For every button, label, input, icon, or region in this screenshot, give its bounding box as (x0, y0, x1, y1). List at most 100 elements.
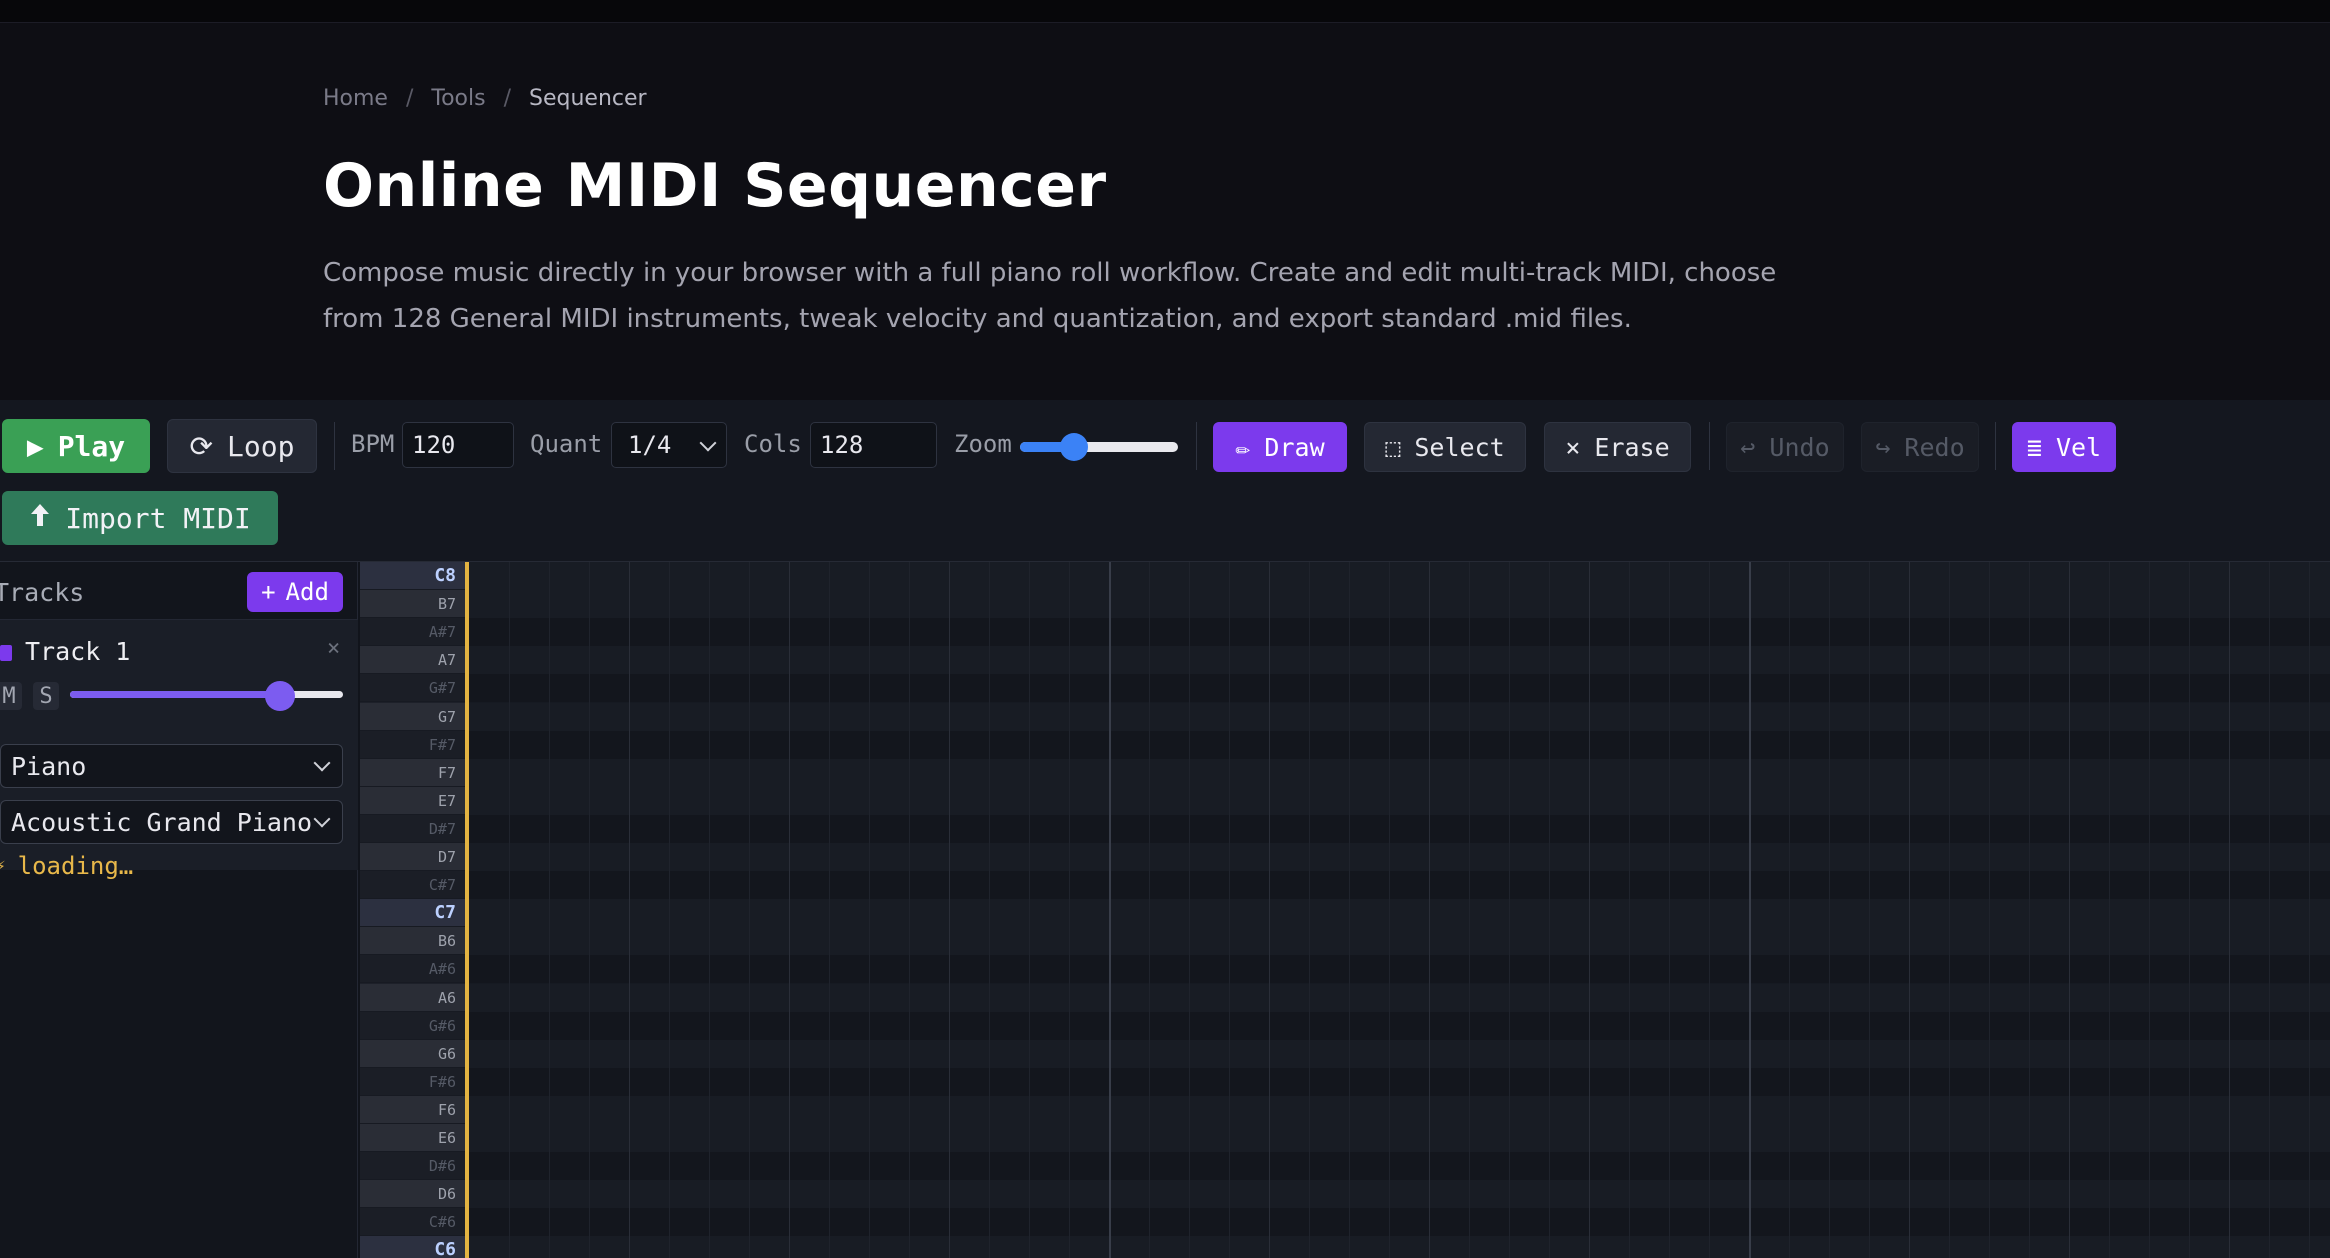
piano-key[interactable]: F#6 (360, 1067, 466, 1096)
grid-row[interactable] (469, 730, 2330, 759)
undo-button[interactable]: ↩ Undo (1726, 422, 1844, 472)
play-label: Play (57, 429, 126, 463)
grid-row[interactable] (469, 1236, 2330, 1258)
grid-column-line (2029, 562, 2030, 1258)
piano-key[interactable]: G#7 (360, 674, 466, 703)
grid-column-line (1869, 562, 1870, 1258)
grid-row[interactable] (469, 814, 2330, 843)
piano-key[interactable]: B7 (360, 590, 466, 619)
grid-row[interactable] (469, 1152, 2330, 1181)
grid-row[interactable] (469, 1180, 2330, 1209)
breadcrumb-home[interactable]: Home (323, 86, 388, 111)
breadcrumb-tools[interactable]: Tools (431, 86, 486, 111)
bpm-input[interactable]: 120 (402, 422, 514, 468)
piano-key[interactable]: E7 (360, 786, 466, 815)
redo-label: Redo (1904, 432, 1965, 462)
grid-column-line (1789, 562, 1790, 1258)
grid-row[interactable] (469, 674, 2330, 703)
track-name[interactable]: Track 1 (25, 637, 131, 666)
grid-row[interactable] (469, 955, 2330, 984)
grid-row[interactable] (469, 1095, 2330, 1124)
grid-column-line (1229, 562, 1230, 1258)
grid-row[interactable] (469, 702, 2330, 731)
piano-key[interactable]: G6 (360, 1039, 466, 1068)
piano-key[interactable]: C8 (360, 562, 466, 590)
erase-label: Erase (1594, 432, 1670, 462)
grid-column-line (709, 562, 710, 1258)
piano-key[interactable]: G7 (360, 702, 466, 731)
select-tool-button[interactable]: ⬚ Select (1364, 422, 1526, 472)
grid-row[interactable] (469, 871, 2330, 900)
grid-column-line (1629, 562, 1630, 1258)
loop-button[interactable]: ⟳ Loop (167, 419, 317, 473)
quant-select[interactable]: 1/4 (611, 422, 727, 468)
piano-key[interactable]: D7 (360, 843, 466, 871)
piano-key[interactable]: C7 (360, 899, 466, 928)
grid-row[interactable] (469, 843, 2330, 871)
grid-column-line (2189, 562, 2190, 1258)
close-icon[interactable]: × (327, 636, 341, 661)
piano-key[interactable]: G#6 (360, 1011, 466, 1040)
grid-column-line (2309, 562, 2310, 1258)
erase-tool-button[interactable]: × Erase (1544, 422, 1691, 472)
grid-row[interactable] (469, 983, 2330, 1012)
zoom-slider-thumb[interactable] (1059, 433, 1088, 461)
track-volume-slider[interactable] (70, 691, 343, 698)
mute-button[interactable]: M (0, 682, 22, 710)
piano-key[interactable]: A7 (360, 646, 466, 675)
grid-row[interactable] (469, 1067, 2330, 1096)
redo-button[interactable]: ↪ Redo (1861, 422, 1979, 472)
add-track-button[interactable]: + Add (247, 572, 343, 612)
piano-key[interactable]: F7 (360, 758, 466, 787)
piano-key[interactable]: B6 (360, 927, 466, 956)
grid-row[interactable] (469, 590, 2330, 619)
instrument-category-select[interactable]: Piano (0, 744, 343, 788)
piano-key[interactable]: D#7 (360, 814, 466, 843)
play-button[interactable]: ▶ Play (2, 419, 150, 473)
cols-input[interactable]: 128 (810, 422, 937, 468)
top-nav-bar (0, 0, 2330, 23)
solo-button[interactable]: S (33, 682, 59, 710)
grid-row[interactable] (469, 927, 2330, 956)
draw-tool-button[interactable]: ✏ Draw (1213, 422, 1347, 472)
zoom-slider-track[interactable] (1020, 442, 1178, 452)
piano-key[interactable]: A6 (360, 983, 466, 1012)
grid-column-line (869, 562, 870, 1258)
piano-key[interactable]: C#6 (360, 1208, 466, 1237)
grid-column-line (1749, 562, 1751, 1258)
chevron-down-icon (699, 434, 717, 452)
piano-key[interactable]: F6 (360, 1095, 466, 1124)
piano-key[interactable]: F#7 (360, 730, 466, 759)
grid-row[interactable] (469, 562, 2330, 590)
track-item[interactable]: Track 1 × M S Piano Acoustic Grand Piano… (0, 620, 358, 880)
grid-row[interactable] (469, 758, 2330, 787)
piano-key[interactable]: D#6 (360, 1152, 466, 1181)
grid-row[interactable] (469, 1039, 2330, 1068)
grid-row[interactable] (469, 618, 2330, 647)
grid-row[interactable] (469, 899, 2330, 928)
velocity-button[interactable]: ≣ Vel (2012, 422, 2116, 472)
piano-key[interactable]: A#6 (360, 955, 466, 984)
piano-key[interactable]: E6 (360, 1124, 466, 1152)
playhead[interactable] (465, 562, 469, 1258)
grid-column-line (789, 562, 790, 1258)
piano-key[interactable]: C#7 (360, 871, 466, 900)
piano-roll-grid[interactable] (469, 562, 2330, 1258)
pencil-icon: ✏ (1235, 432, 1251, 462)
undo-label: Undo (1769, 432, 1830, 462)
import-midi-button[interactable]: Import MIDI (2, 491, 278, 545)
piano-key[interactable]: C6 (360, 1236, 466, 1258)
instrument-select[interactable]: Acoustic Grand Piano (0, 800, 343, 844)
grid-row[interactable] (469, 786, 2330, 815)
piano-key[interactable]: D6 (360, 1180, 466, 1209)
piano-key[interactable]: A#7 (360, 618, 466, 647)
grid-row[interactable] (469, 1011, 2330, 1040)
grid-column-line (1829, 562, 1830, 1258)
grid-row[interactable] (469, 1124, 2330, 1152)
bpm-label: BPM (351, 430, 395, 458)
grid-row[interactable] (469, 646, 2330, 675)
grid-row[interactable] (469, 1208, 2330, 1237)
quant-value: 1/4 (628, 431, 672, 459)
track-volume-thumb[interactable] (265, 681, 296, 711)
